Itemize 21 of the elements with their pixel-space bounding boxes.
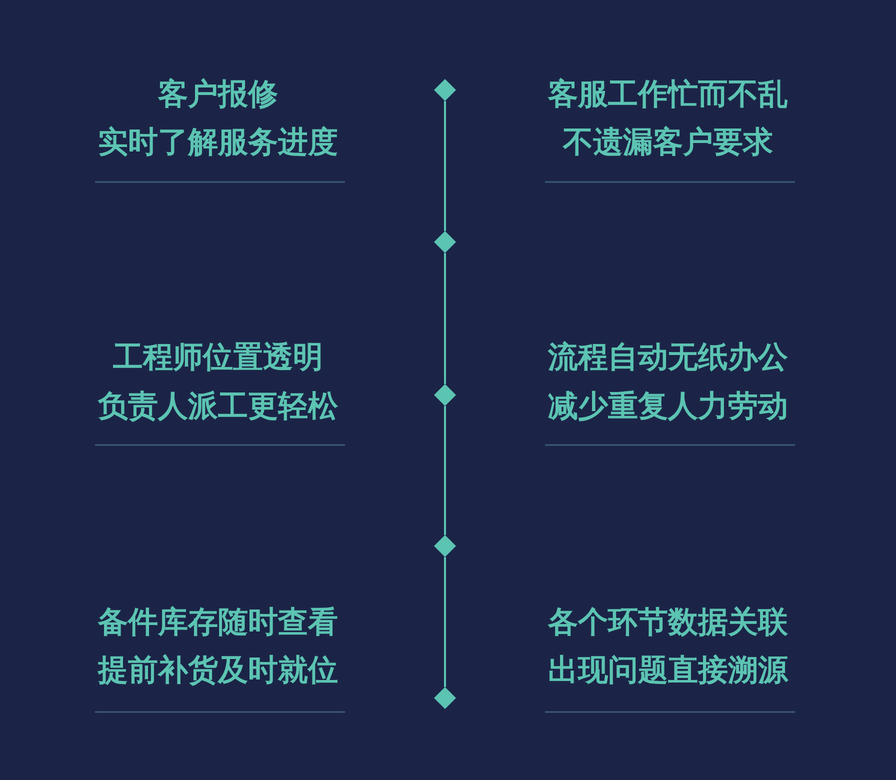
timeline-line — [444, 253, 446, 384]
timeline-line — [444, 557, 446, 687]
timeline-text: 出现问题直接溯源 — [547, 653, 790, 689]
timeline-text: 流程自动无纸办公 — [547, 340, 789, 376]
timeline-text: 客服工作忙而不乱 — [546, 77, 789, 113]
timeline-text: 负责人派工更轻松 — [96, 389, 339, 425]
diamond-marker — [433, 230, 457, 254]
timeline-text: 备件库存随时查看 — [96, 605, 339, 641]
diamond-marker — [433, 534, 457, 558]
timeline-line — [444, 101, 446, 231]
diamond-marker — [433, 383, 457, 407]
diamond-marker — [433, 78, 457, 102]
timeline-text: 客户报修 — [156, 77, 279, 113]
timeline-text: 提前补货及时就位 — [96, 653, 339, 689]
timeline-line — [444, 406, 446, 535]
timeline-text: 减少重复人力劳动 — [547, 389, 789, 425]
timeline-text: 实时了解服务进度 — [97, 125, 339, 161]
timeline-text: 不遗漏客户要求 — [562, 125, 774, 161]
diamond-marker — [433, 686, 457, 710]
timeline-text: 各个环节数据关联 — [546, 605, 789, 641]
timeline-text: 工程师位置透明 — [112, 340, 324, 376]
